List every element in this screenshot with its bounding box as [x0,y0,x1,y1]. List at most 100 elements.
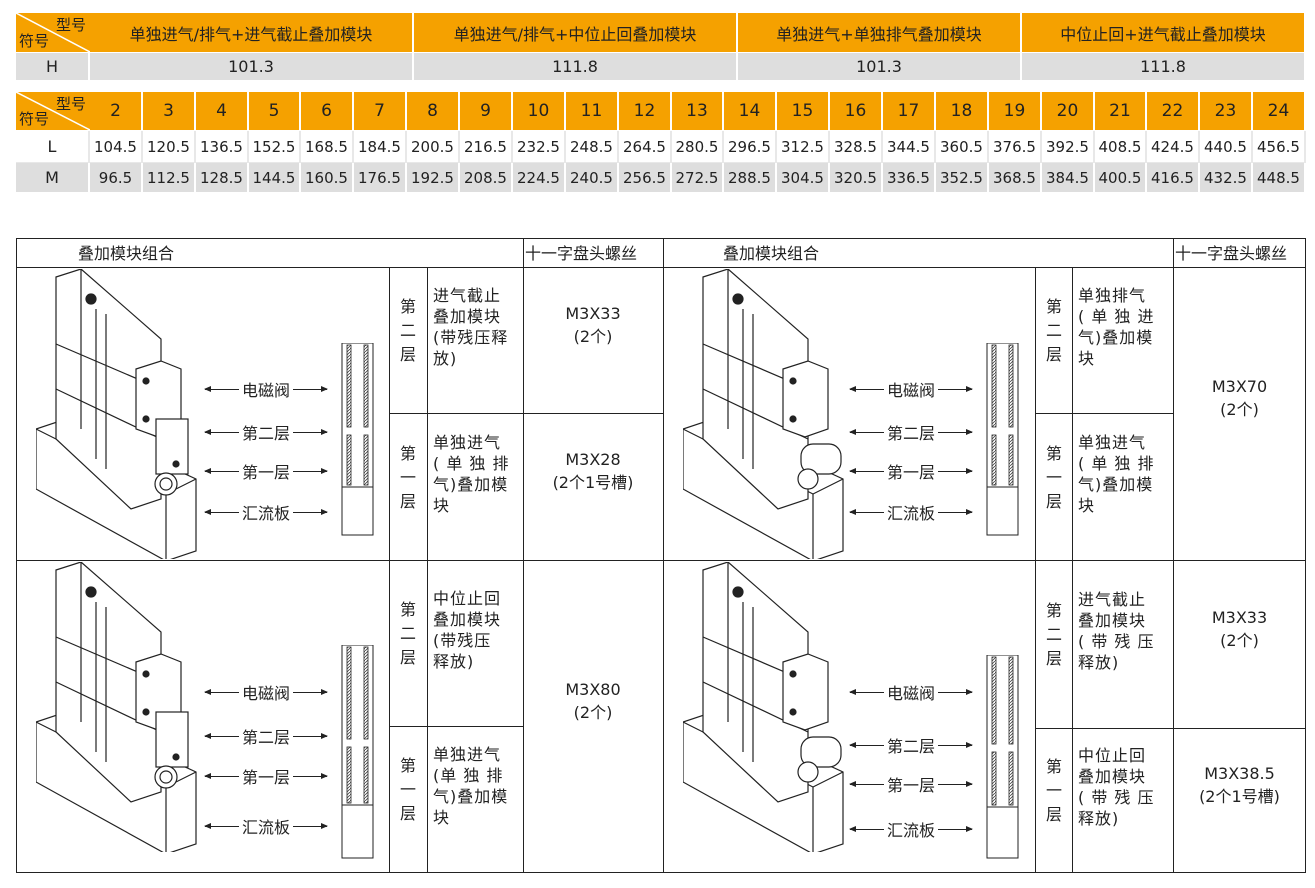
screw-spec: M3X28 (2个1号槽) [552,450,634,492]
arrow-left-icon [204,467,239,474]
layer-description: 中位止回 叠加模块 ( 带 残 压 释放) [1078,746,1155,828]
arrow-right-icon [293,508,329,515]
grid-line [1173,238,1174,873]
arrow-right-icon [293,428,329,435]
callout-label: 电磁阀 [849,682,1000,703]
arrow-left-icon [849,385,884,392]
callout-text: 第二层 [887,737,936,756]
layer-name: 第二层 [1045,601,1062,668]
model-header: 17 [883,92,936,130]
model-header: 22 [1147,92,1200,130]
dimension-cell: 440.5 [1200,131,1253,162]
grid-line [1035,728,1306,729]
combo-header: 叠加模块组合 [723,244,820,263]
dimension-cell: 456.5 [1253,131,1306,162]
model-header: 13 [672,92,724,130]
dimension-cell: 264.5 [619,131,672,162]
dimension-cell: 320.5 [830,163,883,192]
dimension-cell: 96.5 [90,163,143,192]
dimension-cell: 272.5 [672,163,724,192]
model-header: 3 [143,92,196,130]
callout-text: 电磁阀 [887,381,936,400]
arrow-right-icon [938,688,974,695]
callout-text: 第一层 [242,463,291,482]
arrow-left-icon [204,822,239,829]
dimension-cell: 376.5 [989,131,1042,162]
callout-label: 第二层 [849,735,1000,756]
layer-name: 第二层 [1045,297,1062,364]
model-header: 24 [1253,92,1306,130]
row-label: M [16,163,90,192]
screw-stack-diagram [986,343,1019,536]
arrow-left-icon [849,780,884,787]
valve-assembly-drawing [36,562,197,852]
h-value: 111.8 [1022,53,1306,80]
dimension-cell: 384.5 [1042,163,1095,192]
dimension-cell: 112.5 [143,163,196,192]
callout-label: 汇流板 [849,502,1000,523]
dimension-cell: 400.5 [1095,163,1147,192]
dimension-cell: 160.5 [301,163,354,192]
grid-line [389,267,390,873]
screw-spec: M3X33 (2个) [1211,607,1268,650]
arrow-right-icon [293,385,329,392]
symbol-label: 符号 [19,110,50,128]
dimension-cell: 136.5 [196,131,249,162]
dimension-cell: 328.5 [830,131,883,162]
dimension-cell: 312.5 [777,131,830,162]
layer-name: 第二层 [399,297,416,364]
arrow-left-icon [204,428,239,435]
grid-line [1035,267,1036,873]
arrow-right-icon [293,732,329,739]
callout-label: 电磁阀 [204,379,355,400]
grid-line [16,560,1306,561]
model-header: 6 [301,92,354,130]
callout-text: 第二层 [242,728,291,747]
symbol-label: 符号 [19,32,50,50]
model-label: 型号 [55,95,86,113]
dimension-cell: 288.5 [724,163,777,192]
dimension-cell: 352.5 [936,163,989,192]
dimension-cell: 184.5 [354,131,407,162]
arrow-left-icon [204,772,239,779]
model-header: 23 [1200,92,1253,130]
group-header: 单独进气+单独排气叠加模块 [738,13,1022,52]
model-header: 16 [830,92,883,130]
grid-line [663,238,664,873]
callout-text: 第二层 [887,424,936,443]
callout-label: 第二层 [204,726,355,747]
grid-line [16,267,1306,268]
callout-label: 第一层 [204,766,355,787]
dimension-cell: 240.5 [566,163,619,192]
arrow-right-icon [293,822,329,829]
h-value: 101.3 [90,53,414,80]
dimension-cell: 408.5 [1095,131,1147,162]
screw-stack-diagram [341,343,374,536]
callout-text: 电磁阀 [242,684,291,703]
layer-name: 第一层 [399,443,416,511]
dimension-cell: 232.5 [513,131,566,162]
dimension-cell: 200.5 [407,131,460,162]
combo-header: 叠加模块组合 [78,244,175,263]
arrow-right-icon [938,467,974,474]
arrow-right-icon [938,741,974,748]
arrow-left-icon [204,732,239,739]
grid-line [523,238,524,873]
grid-line [1072,267,1073,873]
dimension-cell: 432.5 [1200,163,1253,192]
model-header: 14 [724,92,777,130]
screw-header: 十一字盘头螺丝 [1175,244,1288,263]
arrow-right-icon [293,688,329,695]
dimension-cell: 176.5 [354,163,407,192]
callout-label: 第一层 [849,774,1000,795]
arrow-left-icon [204,385,239,392]
screw-spec: M3X38.5 (2个1号槽) [1199,763,1280,806]
model-header: 11 [566,92,619,130]
callout-text: 第一层 [887,776,936,795]
arrow-left-icon [849,741,884,748]
callout-label: 汇流板 [849,819,1000,840]
h-value: 111.8 [414,53,738,80]
model-header: 10 [513,92,566,130]
callout-label: 第一层 [849,461,1000,482]
group-header: 中位止回+进气截止叠加模块 [1022,13,1306,52]
